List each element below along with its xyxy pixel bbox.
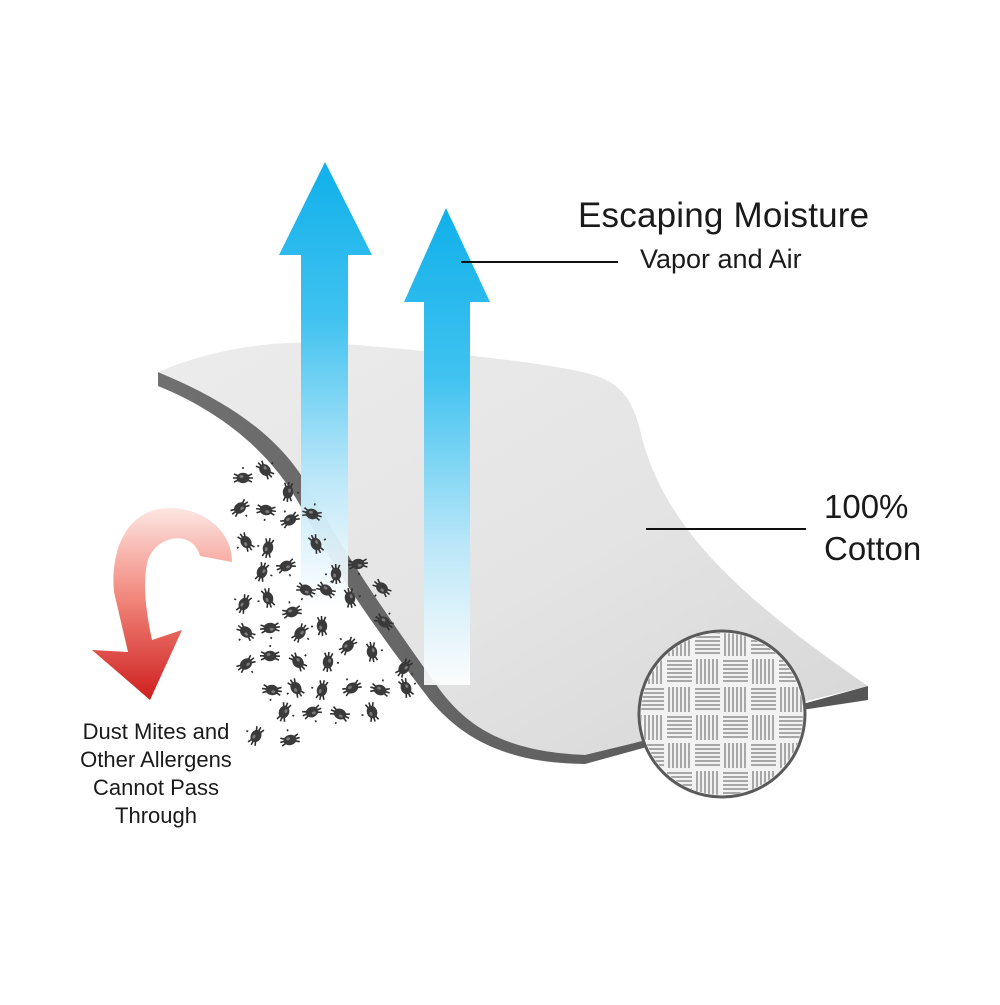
weave-cell — [751, 659, 776, 684]
cotton-material-label: Cotton — [824, 530, 922, 567]
dust-mite-icon — [276, 726, 302, 749]
dust-mite-icon — [259, 644, 281, 663]
dust-mite-icon — [280, 676, 307, 704]
dust-mite-icon — [357, 700, 381, 726]
weave-cell — [751, 715, 776, 740]
dust-mite-icon — [230, 530, 257, 558]
weave-cell — [779, 771, 803, 795]
cotton-percent-label: 100% — [824, 488, 909, 525]
weave-cell — [695, 633, 720, 656]
weave-cell — [723, 743, 748, 768]
dust-mite-icon — [234, 652, 262, 680]
weave-cell — [751, 743, 776, 768]
weave-cell — [779, 687, 803, 712]
dust-mite-icon — [254, 535, 276, 560]
dust-mite-icon — [337, 672, 365, 699]
up-arrow-icon — [279, 162, 372, 606]
weave-cell — [695, 771, 720, 795]
weave-cell — [641, 687, 664, 712]
weave-cell — [695, 687, 720, 712]
curved-down-arrow-icon — [92, 508, 232, 700]
dust-mite-icon — [232, 466, 254, 485]
weave-cell — [723, 659, 748, 684]
weave-cell — [751, 687, 776, 712]
dust-mite-icon — [278, 597, 304, 621]
allergen-caption-line: Through — [115, 803, 197, 828]
weave-cell — [695, 715, 720, 740]
allergen-caption-line: Dust Mites and — [82, 719, 230, 744]
weave-cell — [723, 715, 748, 740]
dust-mite-icon — [274, 504, 303, 531]
leader-lines — [461, 261, 806, 530]
dust-mite-icon — [253, 502, 278, 524]
dust-mite-icon — [252, 560, 277, 586]
weave-cell — [751, 771, 776, 795]
weave-cell — [723, 771, 748, 795]
dust-mite-icon — [325, 704, 353, 729]
fabric-weave-icon — [637, 629, 807, 799]
dust-mite-icon — [368, 675, 394, 699]
allergen-caption-line: Other Allergens — [80, 747, 232, 772]
dust-mite-icon — [274, 700, 299, 727]
weave-cell — [695, 659, 720, 684]
moisture-title: Escaping Moisture — [578, 196, 870, 235]
weave-cell — [779, 715, 803, 740]
weave-cell — [641, 715, 664, 740]
up-arrow-icon — [404, 208, 490, 685]
weave-cell — [641, 771, 664, 795]
dust-mite-icon — [364, 639, 386, 664]
moisture-arrows — [279, 162, 490, 685]
dust-mite-icon — [299, 702, 327, 727]
dust-mite-icon — [228, 496, 256, 524]
allergen-caption-line: Cannot Pass — [93, 775, 219, 800]
dust-mite-icon — [309, 614, 329, 638]
weave-cell — [779, 743, 803, 768]
dust-mite-icon — [253, 586, 277, 612]
dust-mite-icon — [259, 682, 284, 704]
dust-mite-icon — [332, 630, 360, 658]
dust-mite-icon — [258, 620, 283, 641]
dust-mite-icon — [308, 676, 331, 702]
dust-mite-icon — [273, 556, 301, 581]
weave-cell — [667, 743, 692, 768]
weave-cell — [723, 687, 748, 712]
dust-mite-icon — [286, 646, 314, 674]
dust-mite-icon — [228, 589, 255, 617]
allergen-caption: Dust Mites and Other Allergens Cannot Pa… — [40, 718, 272, 830]
moisture-subtitle: Vapor and Air — [640, 244, 802, 274]
dust-mite-icon — [230, 620, 258, 648]
weave-cell — [667, 659, 692, 684]
dust-mite-icon — [321, 650, 341, 674]
fabric-edge — [158, 372, 868, 764]
weave-cell — [667, 687, 692, 712]
dust-mite-icon — [289, 621, 316, 649]
weave-cell — [695, 743, 720, 768]
weave-cell — [667, 715, 692, 740]
weave-cell — [723, 633, 748, 656]
